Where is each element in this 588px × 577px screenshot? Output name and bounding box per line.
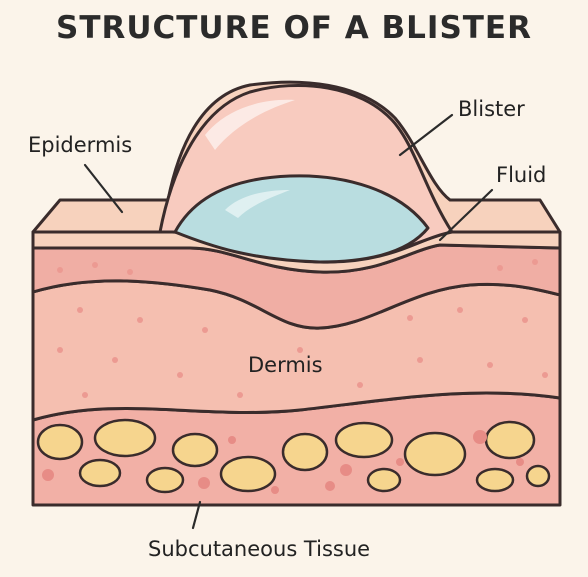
epidermis-leader-line xyxy=(83,163,124,214)
dermis-dot xyxy=(522,317,528,323)
fat-cell xyxy=(403,431,467,477)
subcutaneous-leader-line xyxy=(191,500,202,530)
dermis-dot xyxy=(532,259,538,265)
fluid-pocket xyxy=(173,174,430,264)
dermis-dot xyxy=(487,362,493,368)
dermis-dot xyxy=(57,347,63,353)
dermis-dot xyxy=(127,269,133,275)
fat-cells xyxy=(36,418,551,494)
dermis-dot xyxy=(77,307,83,313)
diagram-title: STRUCTURE OF A BLISTER xyxy=(56,10,532,46)
subcutaneous-label: Subcutaneous Tissue xyxy=(148,537,370,561)
fluid-highlight xyxy=(225,190,290,218)
subcutaneous-dot xyxy=(228,436,236,444)
subcutaneous-dot xyxy=(473,430,487,444)
subcutaneous-dot xyxy=(325,481,335,491)
dermis-dot xyxy=(177,372,183,378)
subcutaneous-dot xyxy=(198,477,210,489)
dermis-dot xyxy=(542,372,548,378)
dermis-dot xyxy=(57,267,63,273)
dermis-dot xyxy=(237,392,243,398)
fat-cell xyxy=(36,423,84,461)
blister-label: Blister xyxy=(458,97,525,121)
dermis-dots xyxy=(57,259,548,398)
fat-cell xyxy=(366,467,402,493)
subcutaneous-dot xyxy=(516,458,524,466)
subcutaneous-dots xyxy=(42,430,524,494)
fat-cell xyxy=(334,421,394,459)
fat-cell xyxy=(145,466,185,494)
fat-cell xyxy=(93,418,157,458)
subcutaneous-dot xyxy=(42,469,54,481)
fat-cell xyxy=(219,455,277,493)
dermis-dot xyxy=(407,315,413,321)
dermis-dot xyxy=(202,327,208,333)
fluid-leader-line xyxy=(438,188,494,242)
subcutaneous-dot xyxy=(271,486,279,494)
dermis-dot xyxy=(82,392,88,398)
dermis-label: Dermis xyxy=(248,353,323,377)
epidermis-label: Epidermis xyxy=(28,133,132,157)
fat-cell xyxy=(78,458,122,488)
dermis-dot xyxy=(357,382,363,388)
dermis-dot xyxy=(137,317,143,323)
fat-cell xyxy=(484,420,536,460)
dermis-dot xyxy=(417,357,423,363)
dermis-dot xyxy=(297,347,303,353)
dermis-dot xyxy=(497,265,503,271)
blister-leader-line xyxy=(398,113,454,157)
dermis-dot xyxy=(92,262,98,268)
dermis-dot xyxy=(457,307,463,313)
subcutaneous-dot xyxy=(396,458,404,466)
fat-cell xyxy=(281,432,329,472)
subcutaneous-dot xyxy=(340,464,352,476)
fluid-label: Fluid xyxy=(496,163,546,187)
fat-cell xyxy=(171,432,219,468)
fat-cell xyxy=(525,464,551,488)
dermis-dot xyxy=(112,357,118,363)
blister-highlight xyxy=(205,99,295,150)
fat-cell xyxy=(475,467,515,493)
